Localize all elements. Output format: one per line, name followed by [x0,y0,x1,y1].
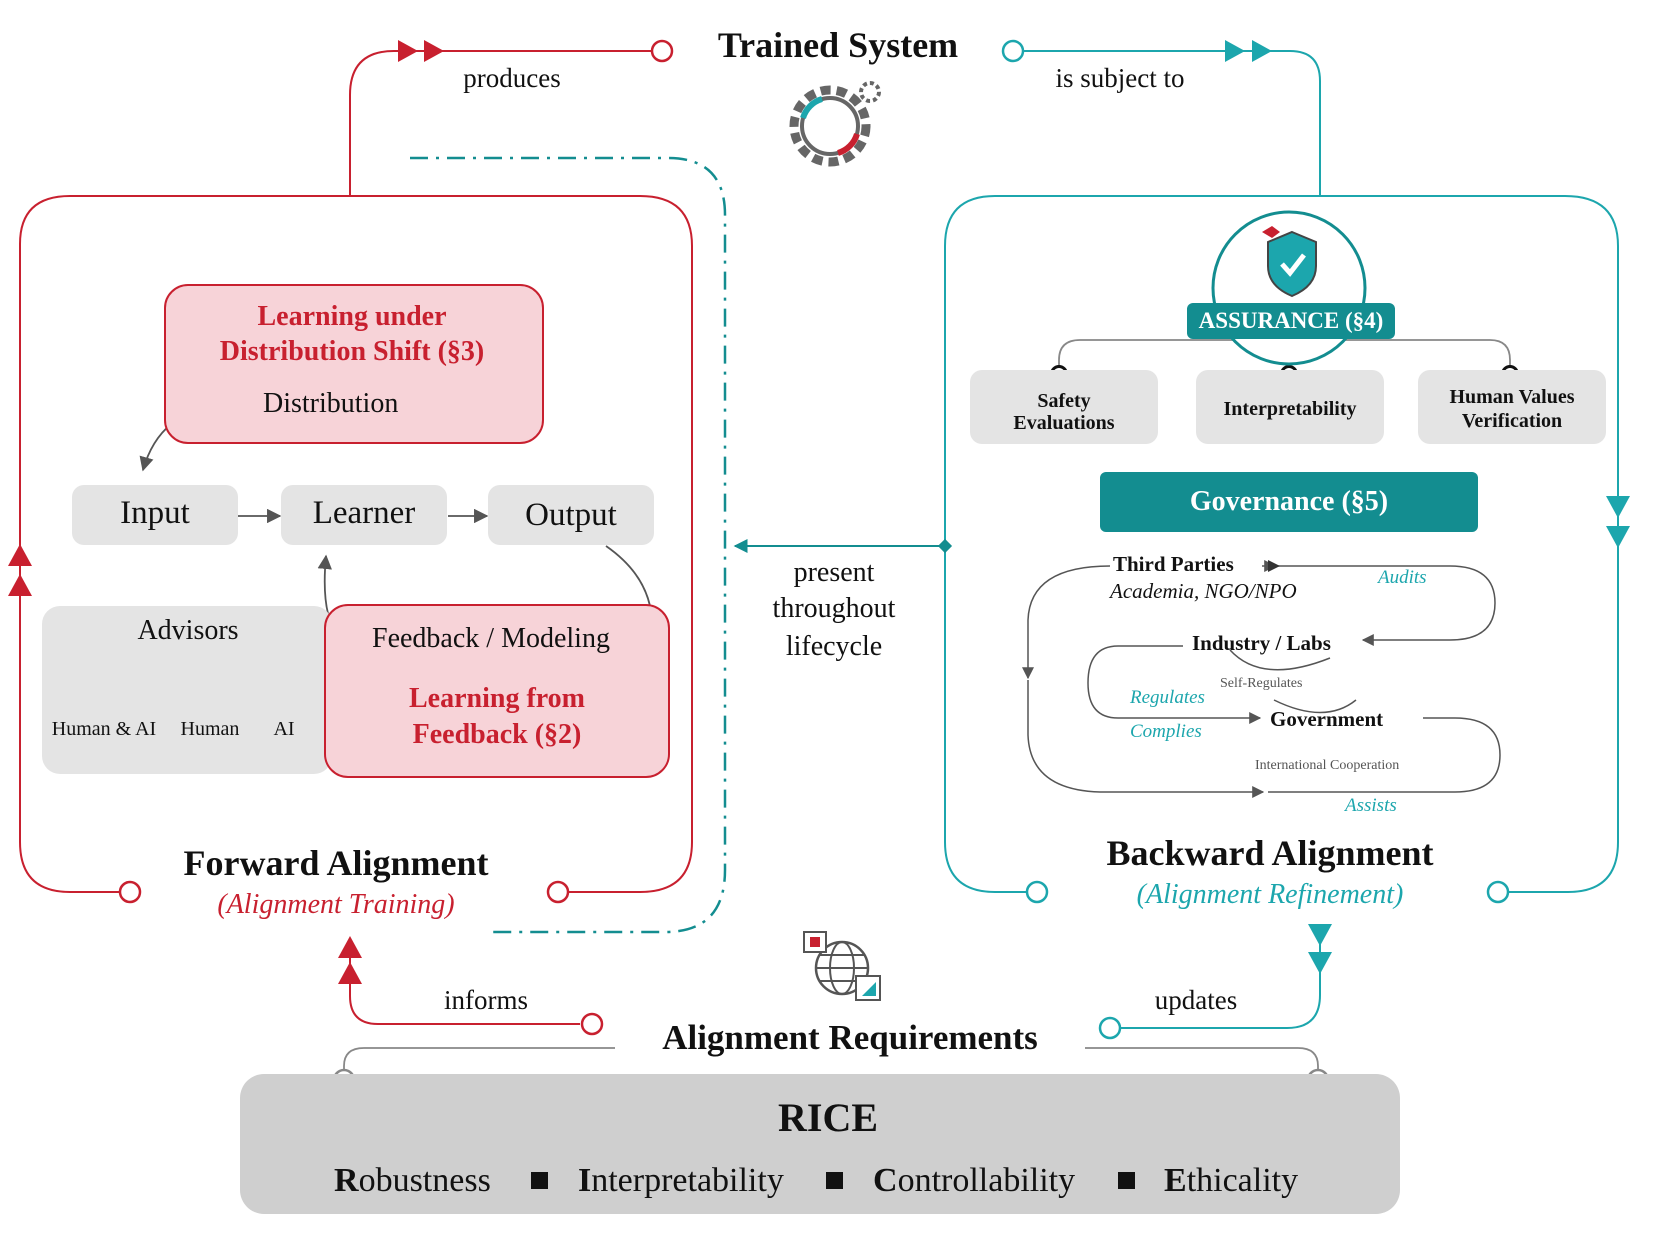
backward-alignment-subtitle: (Alignment Refinement) [1136,879,1404,910]
distribution-label: Distribution [263,388,399,419]
forward-frame [19,195,693,893]
feedback-title-line2: Feedback (§2) [412,719,582,750]
produces-connector [349,50,655,196]
forward-markers [8,39,674,1036]
interpretability-label: Interpretability [1223,398,1357,420]
forward-loop [19,50,693,1025]
industry-labs-label: Industry / Labs [1192,631,1331,655]
assists-label: Assists [1345,795,1397,816]
assurance-label: ASSURANCE (§4) [1198,308,1384,333]
feedback-modeling-label: Feedback / Modeling [372,623,610,654]
advisor-human-label: Human [180,718,240,740]
regulates-label: Regulates [1130,687,1205,708]
distribution-shift-box [164,284,544,444]
lifecycle-dashdot [410,156,727,934]
throughout-label: throughout [772,593,896,624]
backward-alignment-title: Backward Alignment [1106,833,1434,873]
governance-label: Governance (§5) [1189,486,1389,517]
shift-title-line2: Distribution Shift (§3) [219,336,485,367]
advisor-ai-label: AI [273,718,295,740]
shield-check-icon [1262,226,1317,298]
informs-label: informs [444,985,528,1015]
feedback-title-line1: Learning from [408,683,586,714]
shift-title-line1: Learning under [257,301,447,332]
gear-icon [789,81,881,167]
academia-label: Academia, NGO/NPO [1110,579,1297,603]
learning-from-feedback-box [324,604,670,778]
backward-loop [733,50,1619,1029]
pillar-ethicality: Ethicality [1164,1162,1299,1199]
pillar-interpretability: Interpretability [578,1162,784,1199]
hvv-line2: Verification [1461,410,1563,432]
safety-line1: Safety [1037,390,1091,412]
rice-title: RICE [777,1095,879,1140]
safety-line2: Evaluations [1013,412,1115,434]
forward-alignment-title: Forward Alignment [183,843,489,883]
intl-coop-label: International Cooperation [1255,758,1400,773]
learner-box [281,485,447,545]
advisor-human-ai-label: Human & AI [51,718,157,740]
present-label: present [793,557,875,588]
input-box [72,485,238,545]
output-label: Output [525,497,617,533]
governance-loops [1022,560,1501,798]
requirements-bracket [343,1047,1319,1080]
produces-label: produces [463,63,561,93]
input-label: Input [120,495,190,531]
pillar-robustness: Robustness [334,1162,491,1199]
hvv-line1: Human Values [1449,386,1575,408]
governance-box [1100,472,1478,532]
puzzle-globe-icon [803,931,881,1001]
complies-label: Complies [1130,721,1202,742]
self-regulates-label: Self-Regulates [1220,676,1303,691]
learner-label: Learner [312,495,416,531]
alignment-requirements-title: Alignment Requirements [662,1018,1038,1057]
backward-markers [937,39,1630,1040]
advisors-label: Advisors [137,615,239,646]
separator-square [826,1172,843,1189]
trained-system-title: Trained System [717,25,959,65]
output-box [488,485,654,545]
backward-frame [944,195,1619,893]
advisors-box [42,606,332,774]
pillar-controllability: Controllability [873,1162,1076,1199]
separator-square [1118,1172,1135,1189]
separator-square [531,1172,548,1189]
updates-connector [1120,938,1321,1029]
informs-connector [349,938,580,1025]
human-values-verification-box [1418,370,1606,444]
forward-alignment-subtitle: (Alignment Training) [217,889,455,920]
government-label: Government [1270,707,1384,731]
interpretability-box [1196,370,1384,444]
lifecycle-label: lifecycle [785,631,883,662]
subject-to-connector [1018,50,1321,196]
subject-to-label: is subject to [1055,63,1185,93]
audits-label: Audits [1378,567,1427,588]
third-parties-label: Third Parties [1113,552,1234,576]
assurance-badge [1187,303,1395,339]
safety-evaluations-box [970,370,1158,444]
rice-panel [240,1074,1400,1214]
updates-label: updates [1154,985,1238,1015]
